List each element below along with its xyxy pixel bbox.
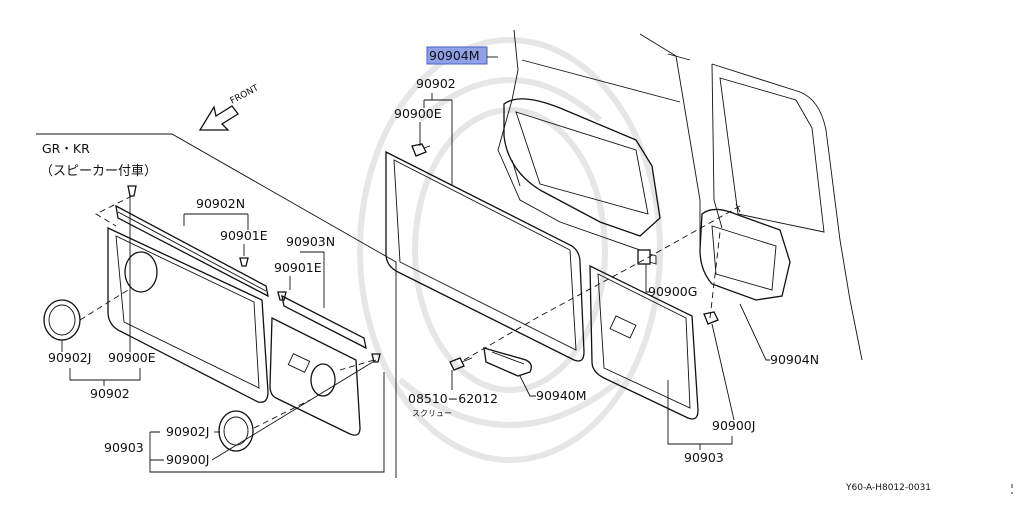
- clip-90900J: [703, 311, 719, 325]
- screw-note: スクリュー: [412, 409, 452, 418]
- callout-90900J-bottom[interactable]: 90900J: [166, 452, 209, 467]
- leader-90900G: [645, 264, 650, 293]
- leader-90940M: [519, 375, 536, 397]
- callout-90901E-a[interactable]: 90901E: [220, 228, 268, 243]
- clip-90900G: [637, 249, 657, 265]
- leader-90904N: [739, 303, 770, 361]
- leader-90902-left-bracket: [69, 368, 141, 386]
- leader-90902N: [183, 213, 249, 230]
- variant-title: GR・KR: [42, 141, 90, 156]
- callout-90902J-bottom[interactable]: 90902J: [166, 424, 209, 439]
- front-label: FRONT: [229, 83, 261, 106]
- variant-box: [36, 133, 397, 478]
- right-dashed-guides: [463, 205, 741, 361]
- callout-90900J-right[interactable]: 90900J: [712, 418, 755, 433]
- callout-90902-left[interactable]: 90902: [90, 386, 130, 401]
- watermark-emblem: [357, 37, 663, 463]
- left-speaker-grille-a: [43, 299, 81, 341]
- leader-90903N: [300, 251, 325, 308]
- leader-90902-top: [423, 93, 453, 185]
- left-upper-molding: [115, 204, 269, 298]
- rear-door-body: [497, 29, 701, 251]
- left-small-panel: [269, 316, 361, 436]
- lower-door-trim-panel: [589, 264, 699, 420]
- callout-90903-right[interactable]: 90903: [684, 450, 724, 465]
- callout-08510-62012[interactable]: 08510−62012: [408, 391, 498, 406]
- callout-90901E-b[interactable]: 90901E: [274, 260, 322, 275]
- main-door-trim-panel: [385, 150, 585, 362]
- clip-90900E: [411, 143, 431, 157]
- front-arrow-icon: [198, 105, 239, 131]
- callout-90902J-left[interactable]: 90902J: [48, 350, 91, 365]
- callout-90904M[interactable]: 90904M: [429, 48, 480, 63]
- leader-90900J-right: [711, 323, 735, 421]
- drawing-code: Y60-A-H8012-0031: [845, 483, 931, 493]
- callout-90900G[interactable]: 90900G: [648, 284, 697, 299]
- screw-08510: [449, 357, 473, 371]
- leader-90903-right: [667, 380, 733, 450]
- highlight-box[interactable]: [426, 46, 488, 65]
- left-clips: [127, 185, 381, 363]
- pull-handle-90940M: [483, 347, 532, 377]
- callout-90904N[interactable]: 90904N: [770, 352, 819, 367]
- back-door-body: [699, 63, 863, 361]
- callout-90902N[interactable]: 90902N: [196, 196, 245, 211]
- left-dashed-guides: [79, 195, 375, 429]
- callout-90903-bottom[interactable]: 90903: [104, 440, 144, 455]
- callout-90940M[interactable]: 90940M: [536, 388, 587, 403]
- left-door-trim-panel: [107, 226, 269, 403]
- callout-90902-top[interactable]: 90902: [416, 76, 456, 91]
- callout-90900E-left[interactable]: 90900E: [108, 350, 156, 365]
- callout-90903N[interactable]: 90903N: [286, 234, 335, 249]
- leader-90900J-bottom: [211, 359, 377, 461]
- leader-90903-bottom: [149, 372, 385, 473]
- callout-90900E-top[interactable]: 90900E: [394, 106, 442, 121]
- left-small-molding: [281, 294, 367, 350]
- variant-subtitle: （スピーカー付車）: [40, 164, 157, 179]
